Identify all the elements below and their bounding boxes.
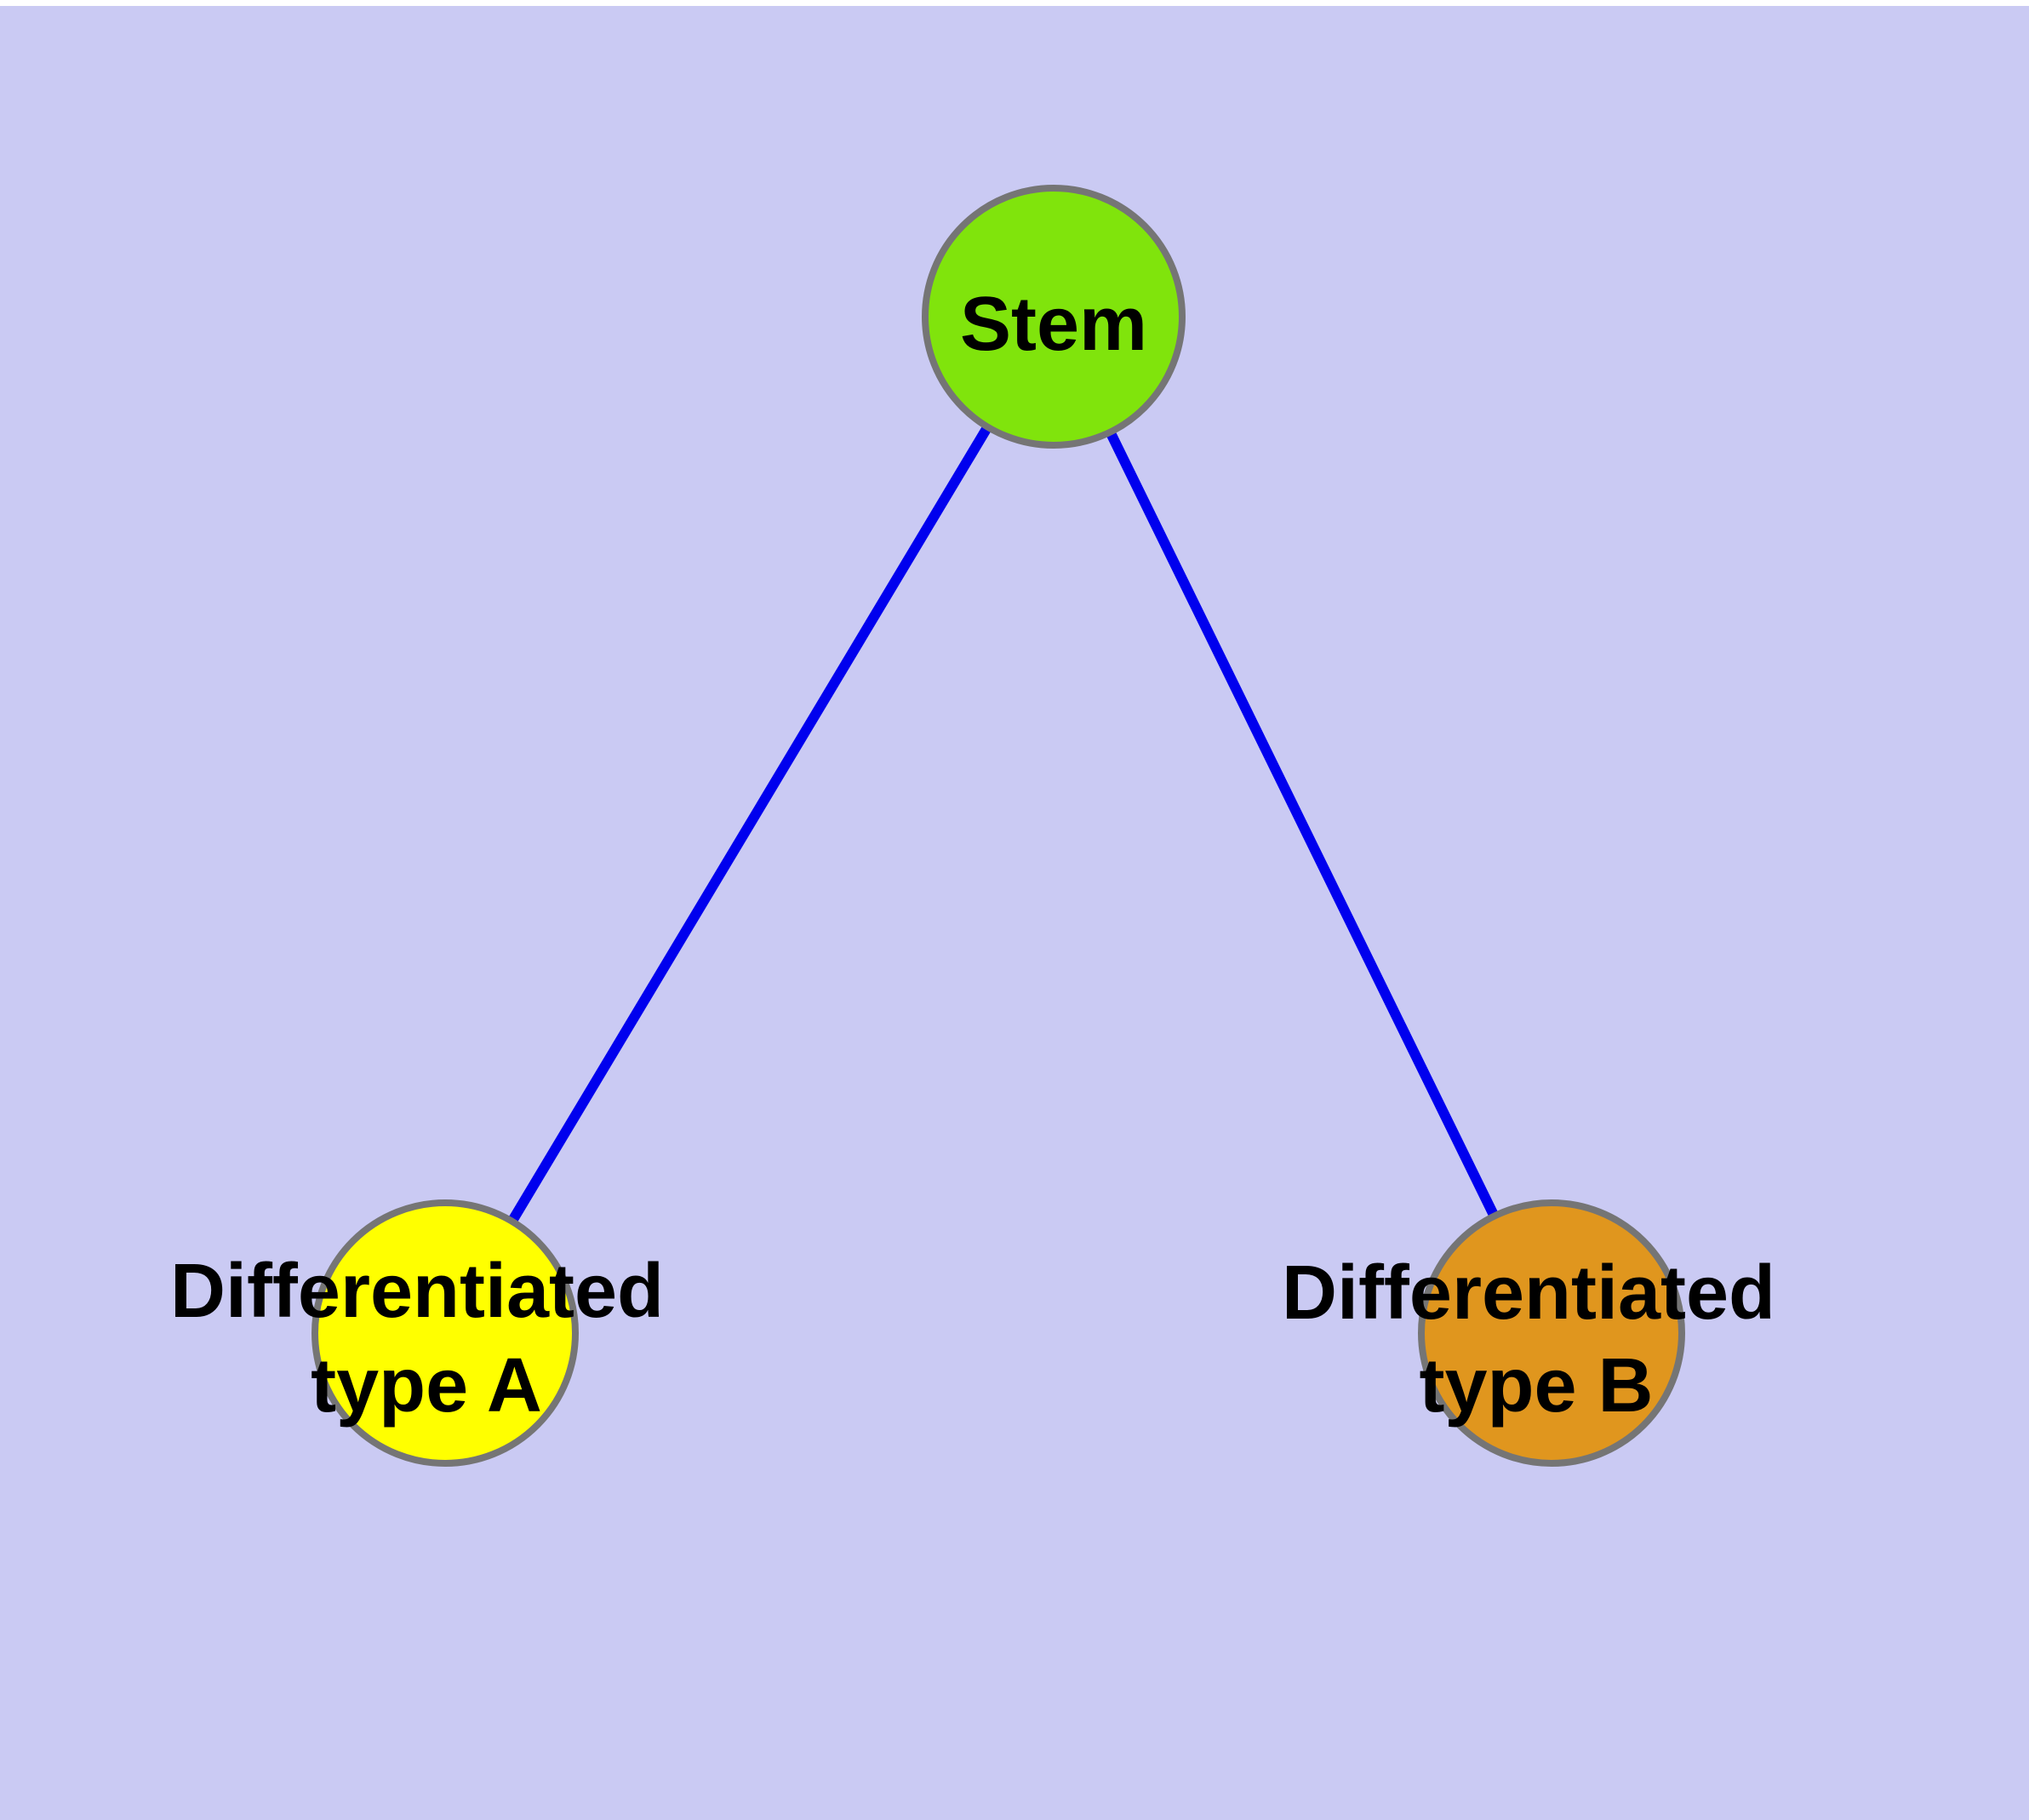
node-differentiated-type-a[interactable] xyxy=(311,1199,579,1467)
node-type-b-label-line2: type B xyxy=(1419,1343,1653,1428)
node-differentiated-type-b[interactable] xyxy=(1418,1199,1685,1467)
node-type-b-label-line1: Differentiated xyxy=(1282,1251,1775,1336)
edge-stem-to-type-b xyxy=(1049,312,1557,1338)
node-stem-label: Stem xyxy=(960,282,1147,367)
node-type-a-label-line2: type A xyxy=(311,1343,542,1428)
node-type-a-label-line1: Differentiated xyxy=(170,1249,664,1334)
edge-stem-to-type-a xyxy=(440,312,1059,1338)
node-stem[interactable] xyxy=(922,185,1186,449)
